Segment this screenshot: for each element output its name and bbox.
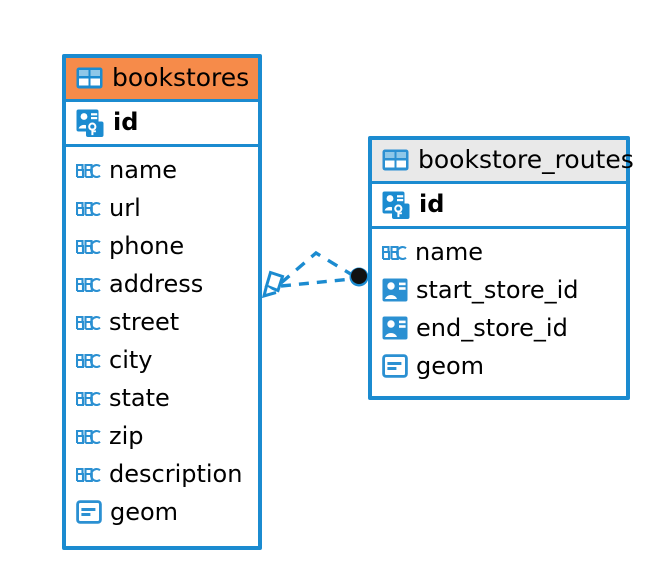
- primary-key-icon: [76, 109, 104, 137]
- field-label-primary-key: id: [419, 190, 445, 218]
- field-row-url[interactable]: url: [76, 189, 248, 227]
- field-label: city: [109, 346, 153, 374]
- field-row-description[interactable]: description: [76, 455, 248, 493]
- entity-title-bookstore-routes: bookstore_routes: [418, 145, 634, 174]
- field-label: address: [109, 270, 204, 298]
- field-row-phone[interactable]: phone: [76, 227, 248, 265]
- entity-header-bookstore-routes[interactable]: bookstore_routes: [372, 140, 634, 184]
- field-label: geom: [416, 352, 485, 380]
- abc-text-icon: [76, 315, 101, 330]
- primary-key-icon: [382, 191, 410, 219]
- field-label-primary-key: id: [113, 108, 139, 136]
- field-label: name: [109, 156, 178, 184]
- abc-text-icon: [76, 467, 101, 482]
- field-label: zip: [109, 422, 144, 450]
- filled-circle-marker: [349, 267, 369, 287]
- field-list-bookstore-routes: name start_store_id: [372, 229, 626, 391]
- entity-bookstore-routes[interactable]: bookstore_routes id: [368, 136, 634, 400]
- field-label: phone: [109, 232, 185, 260]
- abc-text-icon: [382, 245, 407, 260]
- foreign-key-icon: [382, 278, 408, 302]
- field-label: url: [109, 194, 141, 222]
- entity-title-bookstores: bookstores: [112, 63, 250, 92]
- geometry-icon: [382, 354, 408, 378]
- relationship-line-lower: [280, 277, 353, 288]
- relationship-line-upper: [279, 250, 355, 285]
- field-row-address[interactable]: address: [76, 265, 248, 303]
- table-icon: [76, 67, 103, 89]
- field-row-primary-key[interactable]: id: [66, 102, 258, 147]
- field-label: street: [109, 308, 180, 336]
- field-row-geom[interactable]: geom: [382, 347, 616, 385]
- foreign-key-icon: [382, 316, 408, 340]
- field-row-city[interactable]: city: [76, 341, 248, 379]
- field-label: start_store_id: [416, 276, 579, 304]
- field-row-geom[interactable]: geom: [76, 493, 248, 531]
- field-row-zip[interactable]: zip: [76, 417, 248, 455]
- field-label: description: [109, 460, 243, 488]
- field-row-start-store-id[interactable]: start_store_id: [382, 271, 616, 309]
- abc-text-icon: [76, 429, 101, 444]
- abc-text-icon: [76, 239, 101, 254]
- field-label: name: [415, 238, 484, 266]
- field-row-primary-key[interactable]: id: [372, 184, 626, 229]
- abc-text-icon: [76, 163, 101, 178]
- field-row-state[interactable]: state: [76, 379, 248, 417]
- field-label: state: [109, 384, 170, 412]
- field-label: geom: [110, 498, 179, 526]
- table-icon: [382, 149, 409, 171]
- field-label: end_store_id: [416, 314, 568, 342]
- abc-text-icon: [76, 353, 101, 368]
- abc-text-icon: [76, 391, 101, 406]
- diamond-marker: [261, 270, 285, 299]
- geometry-icon: [76, 500, 102, 524]
- abc-text-icon: [76, 201, 101, 216]
- field-row-name[interactable]: name: [76, 151, 248, 189]
- entity-bookstores[interactable]: bookstores id: [62, 54, 262, 550]
- field-row-street[interactable]: street: [76, 303, 248, 341]
- abc-text-icon: [76, 277, 101, 292]
- entity-header-bookstores[interactable]: bookstores: [66, 58, 258, 102]
- field-list-bookstores: name url: [66, 147, 258, 537]
- field-row-name[interactable]: name: [382, 233, 616, 271]
- field-row-end-store-id[interactable]: end_store_id: [382, 309, 616, 347]
